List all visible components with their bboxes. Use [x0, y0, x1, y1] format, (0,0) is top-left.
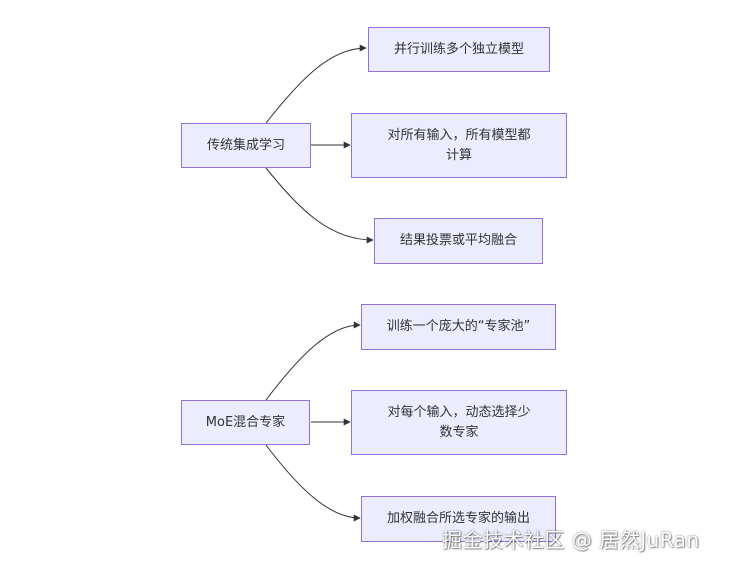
node-traditional-ensemble: 传统集成学习 [181, 123, 311, 168]
watermark-text: 掘金技术社区 @ 居然JuRan [442, 528, 700, 552]
node-train-parallel-models: 并行训练多个独立模型 [368, 27, 550, 72]
edge-g1-to-child-1 [265, 44, 367, 124]
node-train-expert-pool: 训练一个庞大的“专家池” [361, 304, 556, 350]
node-moe-experts: MoE混合专家 [181, 400, 310, 445]
node-vote-or-average: 结果投票或平均融合 [374, 218, 543, 264]
edge-g2-to-child-1 [265, 321, 361, 401]
node-weighted-fusion: 加权融合所选专家的输出 [361, 496, 556, 542]
edge-g2-to-child-3 [265, 444, 361, 522]
edge-g1-to-child-3 [265, 167, 374, 244]
node-dynamic-select-experts: 对每个输入，动态选择少数专家 [351, 390, 567, 455]
node-all-models-compute: 对所有输入，所有模型都计算 [351, 113, 567, 178]
